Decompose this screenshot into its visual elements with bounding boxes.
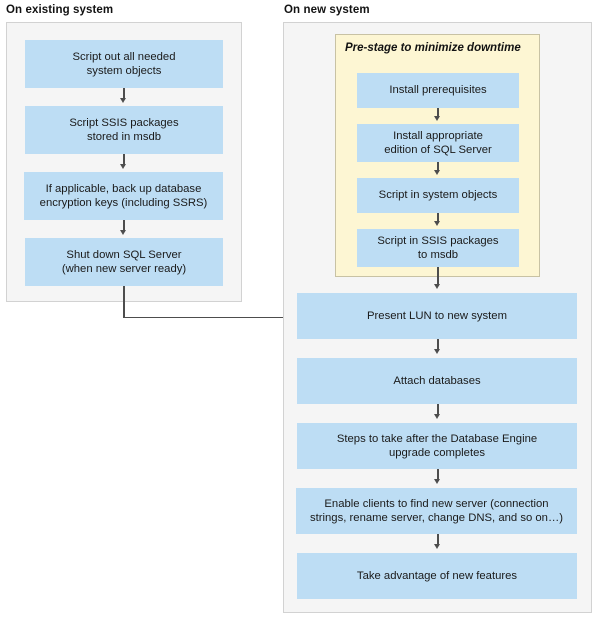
- arrow-head-prestage-2: [434, 170, 441, 175]
- node-line-1: Steps to take after the Database Engine: [336, 432, 538, 445]
- node-line-2: (when new server ready): [61, 263, 187, 275]
- node-script-in-system-objects: Script in system objects: [357, 178, 519, 213]
- node-line-2: edition of SQL Server: [384, 144, 492, 156]
- arrow-left-2: [123, 154, 125, 166]
- arrow-right-2: [437, 404, 439, 416]
- node-line-2: strings, rename server, change DNS, and …: [309, 512, 564, 524]
- arrow-head-prestage-3: [434, 221, 441, 226]
- node-install-prerequisites: Install prerequisites: [357, 73, 519, 108]
- right-panel-title: On new system: [284, 4, 370, 16]
- node-line-1: If applicable, back up database: [45, 182, 202, 195]
- node-line-2: upgrade completes: [388, 447, 486, 459]
- arrow-left-3: [123, 220, 125, 232]
- arrow-head-right-4: [434, 544, 441, 549]
- node-line-1: Present LUN to new system: [366, 309, 507, 322]
- connector-vertical-segment: [123, 286, 125, 318]
- node-attach-databases: Attach databases: [297, 358, 577, 404]
- node-install-sql-edition: Install appropriate edition of SQL Serve…: [357, 124, 519, 162]
- arrow-prestage-2: [437, 162, 439, 172]
- arrow-right-1: [437, 339, 439, 351]
- node-script-ssis-packages: Script SSIS packages stored in msdb: [25, 106, 223, 154]
- node-line-1: Shut down SQL Server: [66, 248, 182, 261]
- arrow-right-3: [437, 469, 439, 481]
- arrow-head-left-3: [120, 230, 127, 235]
- node-shut-down-sql-server: Shut down SQL Server (when new server re…: [25, 238, 223, 286]
- node-line-2: stored in msdb: [86, 131, 162, 143]
- arrow-head-left-1: [120, 98, 127, 103]
- node-line-1: Install prerequisites: [389, 84, 487, 97]
- node-line-1: Enable clients to find new server (conne…: [324, 497, 549, 510]
- arrow-prestage-1: [437, 108, 439, 118]
- arrow-head-prestage-exit: [434, 284, 441, 289]
- node-script-in-ssis-packages: Script in SSIS packages to msdb: [357, 229, 519, 267]
- connector-horizontal-segment: [123, 316, 290, 318]
- arrow-head-prestage-1: [434, 116, 441, 121]
- arrow-head-left-2: [120, 164, 127, 169]
- arrow-head-right-3: [434, 479, 441, 484]
- node-script-out-objects: Script out all needed system objects: [25, 40, 223, 88]
- arrow-prestage-exit: [437, 267, 439, 286]
- node-present-lun: Present LUN to new system: [297, 293, 577, 339]
- node-line-2: to msdb: [417, 249, 459, 261]
- node-line-1: Script SSIS packages: [69, 116, 179, 129]
- arrow-left-1: [123, 88, 125, 100]
- node-line-1: Script in SSIS packages: [377, 234, 499, 247]
- left-panel-title: On existing system: [6, 4, 114, 16]
- node-enable-clients: Enable clients to find new server (conne…: [296, 488, 577, 534]
- node-take-advantage-features: Take advantage of new features: [297, 553, 577, 599]
- prestage-title: Pre-stage to minimize downtime: [345, 42, 521, 54]
- node-line-1: Attach databases: [393, 374, 481, 387]
- arrow-head-right-2: [434, 414, 441, 419]
- node-line-1: Script in system objects: [378, 189, 498, 202]
- node-line-1: Take advantage of new features: [356, 569, 518, 582]
- arrow-right-4: [437, 534, 439, 546]
- node-line-1: Install appropriate: [393, 129, 483, 142]
- node-line-1: Script out all needed: [72, 50, 176, 63]
- arrow-prestage-3: [437, 213, 439, 223]
- node-line-2: system objects: [86, 65, 162, 77]
- node-line-2: encryption keys (including SSRS): [39, 197, 208, 209]
- node-post-upgrade-steps: Steps to take after the Database Engine …: [297, 423, 577, 469]
- node-backup-encryption-keys: If applicable, back up database encrypti…: [24, 172, 223, 220]
- arrow-head-right-1: [434, 349, 441, 354]
